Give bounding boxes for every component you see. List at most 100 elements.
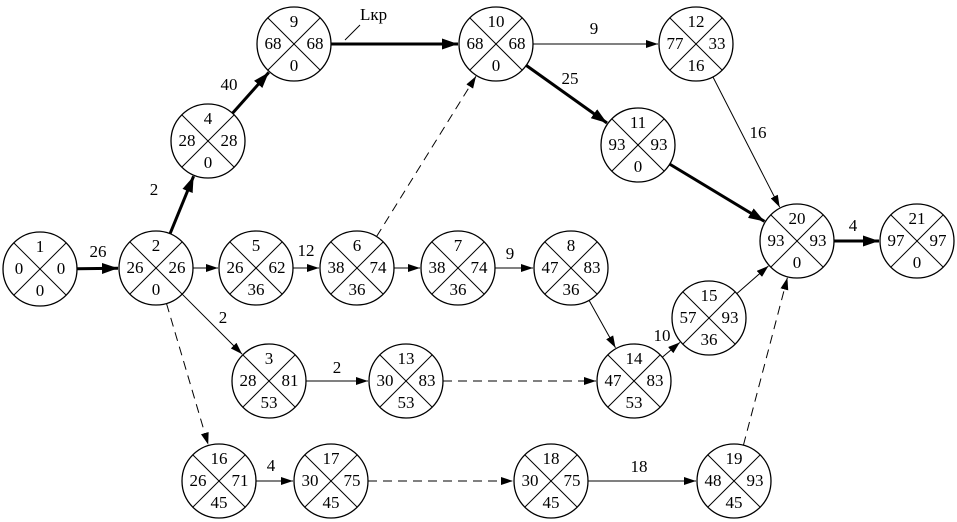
early-time: 30 (522, 471, 539, 490)
node-divider (707, 454, 761, 508)
node-divider (330, 241, 384, 295)
early-time: 38 (429, 258, 446, 277)
node-divider (13, 242, 67, 296)
node-divider (192, 454, 246, 508)
late-time: 68 (307, 34, 324, 53)
early-time: 93 (609, 135, 626, 154)
node-number: 3 (265, 349, 274, 368)
node-number: 2 (152, 236, 161, 255)
node-divider (304, 454, 358, 508)
late-time: 75 (344, 471, 361, 490)
late-time: 74 (370, 258, 388, 277)
late-time: 0 (57, 259, 66, 278)
early-time: 30 (302, 471, 319, 490)
early-time: 93 (768, 231, 785, 250)
node-number: 1 (36, 237, 45, 256)
early-time: 97 (888, 231, 906, 250)
late-time: 28 (221, 131, 238, 150)
early-time: 47 (605, 371, 623, 390)
slack: 53 (398, 393, 415, 412)
early-time: 26 (127, 258, 144, 277)
slack: 0 (634, 157, 643, 176)
node-divider (469, 17, 523, 71)
node-number: 12 (688, 12, 705, 31)
slack: 0 (913, 253, 922, 272)
slack: 0 (152, 280, 161, 299)
late-time: 83 (419, 371, 436, 390)
edge-19-20 (742, 277, 789, 446)
node-number: 19 (726, 449, 743, 468)
late-time: 97 (930, 231, 948, 250)
late-time: 62 (269, 258, 286, 277)
edge-label-16-17: 4 (267, 456, 276, 475)
critical-path-label: Lкр (360, 5, 387, 24)
late-time: 26 (169, 258, 186, 277)
edge-15-20 (736, 265, 769, 294)
late-time: 93 (722, 308, 739, 327)
edge-label-1-2: 26 (90, 242, 107, 261)
node-divider (607, 354, 661, 408)
early-time: 0 (15, 259, 24, 278)
slack: 36 (450, 280, 467, 299)
edges-layer (76, 38, 879, 485)
slack: 0 (36, 281, 45, 300)
edge-label-2-3: 2 (219, 308, 228, 327)
node-number: 6 (353, 236, 362, 255)
early-time: 28 (179, 131, 196, 150)
slack: 0 (793, 253, 802, 272)
node-divider (890, 214, 944, 268)
early-time: 30 (377, 371, 394, 390)
node-divider (544, 241, 598, 295)
slack: 16 (688, 56, 705, 75)
slack: 0 (492, 56, 501, 75)
late-time: 93 (747, 471, 764, 490)
slack: 45 (726, 493, 743, 512)
node-divider (129, 241, 183, 295)
edge-label-10-12: 9 (590, 19, 599, 38)
node-divider (229, 241, 283, 295)
edge-8-14 (588, 300, 616, 349)
late-time: 83 (647, 371, 664, 390)
early-time: 57 (680, 308, 698, 327)
edge-2-3 (181, 293, 243, 355)
edge-label-4-9: 40 (221, 75, 238, 94)
node-number: 17 (323, 449, 341, 468)
critical-path-callout: Lкр (344, 5, 387, 41)
edge-label-14-15: 10 (654, 326, 671, 345)
node-divider (242, 354, 296, 408)
slack: 36 (563, 280, 580, 299)
node-number: 8 (567, 236, 576, 255)
edge-10-11 (525, 64, 608, 125)
edge-label-7-8: 9 (506, 244, 515, 263)
node-number: 7 (454, 236, 463, 255)
late-time: 68 (509, 34, 526, 53)
slack: 45 (323, 493, 340, 512)
node-number: 13 (398, 349, 415, 368)
edge-6-10 (376, 76, 477, 237)
node-divider (379, 354, 433, 408)
edge-4-9 (231, 71, 270, 115)
edge-2-4 (168, 175, 195, 235)
late-time: 81 (282, 371, 299, 390)
late-time: 83 (584, 258, 601, 277)
node-number: 18 (543, 449, 560, 468)
node-divider (682, 291, 736, 345)
early-time: 28 (240, 371, 257, 390)
slack: 36 (701, 330, 718, 349)
early-time: 47 (542, 258, 560, 277)
node-divider (267, 17, 321, 71)
edge-label-3-13: 2 (333, 358, 342, 377)
slack: 45 (543, 493, 560, 512)
node-number: 14 (626, 349, 644, 368)
early-time: 77 (667, 34, 685, 53)
